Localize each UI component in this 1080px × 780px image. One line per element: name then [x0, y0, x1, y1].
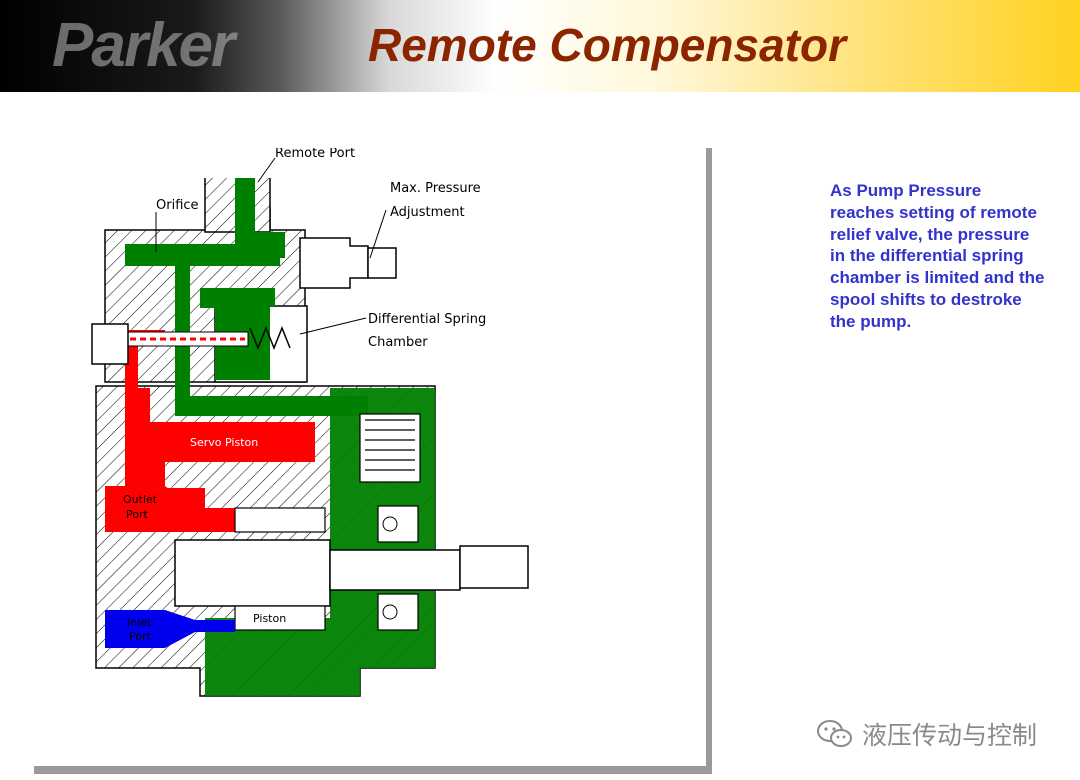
label-outlet-1: Outlet — [123, 493, 158, 506]
label-outlet-2: Port — [126, 508, 148, 521]
hanger-spring — [365, 419, 415, 471]
label-inlet-2: Port — [129, 630, 151, 643]
watermark-text: 液压传动与控制 — [862, 721, 1038, 750]
label-max-pressure-2: Adjustment — [390, 205, 465, 220]
parker-logo: Parker — [52, 11, 235, 80]
pressure-passage — [105, 330, 235, 532]
slide-title: Remote Compensator — [368, 19, 846, 71]
piston-lower — [234, 605, 326, 631]
label-servo-piston: Servo Piston — [190, 436, 258, 449]
outlet-passage — [105, 486, 240, 530]
bearing-upper — [377, 505, 419, 543]
inlet-passage — [105, 610, 235, 648]
description-text: As Pump Pressure reaches setting of remo… — [830, 181, 1045, 331]
frame-shadow-right — [704, 148, 712, 774]
hanger-spring-box — [359, 413, 421, 483]
pilot-passage-main — [125, 244, 368, 416]
label-remote-port: Remote Port — [275, 148, 355, 161]
pilot-passage-remote — [235, 178, 285, 258]
piston-upper — [234, 507, 326, 533]
header-banner: Parker Remote Compensator — [0, 0, 1080, 92]
adjustment-knob — [367, 247, 397, 279]
servo-piston-chamber — [150, 422, 315, 462]
spool-end-cap — [91, 323, 129, 365]
watermark: 液压传动与控制 — [816, 716, 1037, 752]
diagram-frame: Servo Piston Outlet Port Piston Inlet Po… — [30, 148, 706, 766]
label-orifice: Orifice — [156, 198, 199, 213]
label-max-pressure-1: Max. Pressure — [390, 181, 481, 196]
label-diff-spring-2: Chamber — [368, 335, 428, 350]
differential-spring — [249, 325, 291, 351]
bearing-lower — [377, 593, 419, 631]
cylinder-barrel — [174, 539, 331, 607]
frame-shadow-bottom — [34, 766, 712, 774]
wechat-icon — [817, 720, 852, 747]
label-piston: Piston — [253, 612, 286, 625]
leader-lines — [155, 157, 387, 335]
pump-cross-section-diagram: Servo Piston Outlet Port Piston Inlet Po… — [91, 148, 529, 697]
adjustment-screw — [299, 237, 369, 289]
label-inlet-1: Inlet — [127, 616, 152, 629]
label-diff-spring-1: Differential Spring — [368, 312, 486, 327]
shaft-end — [459, 545, 529, 589]
drive-shaft — [329, 549, 461, 591]
